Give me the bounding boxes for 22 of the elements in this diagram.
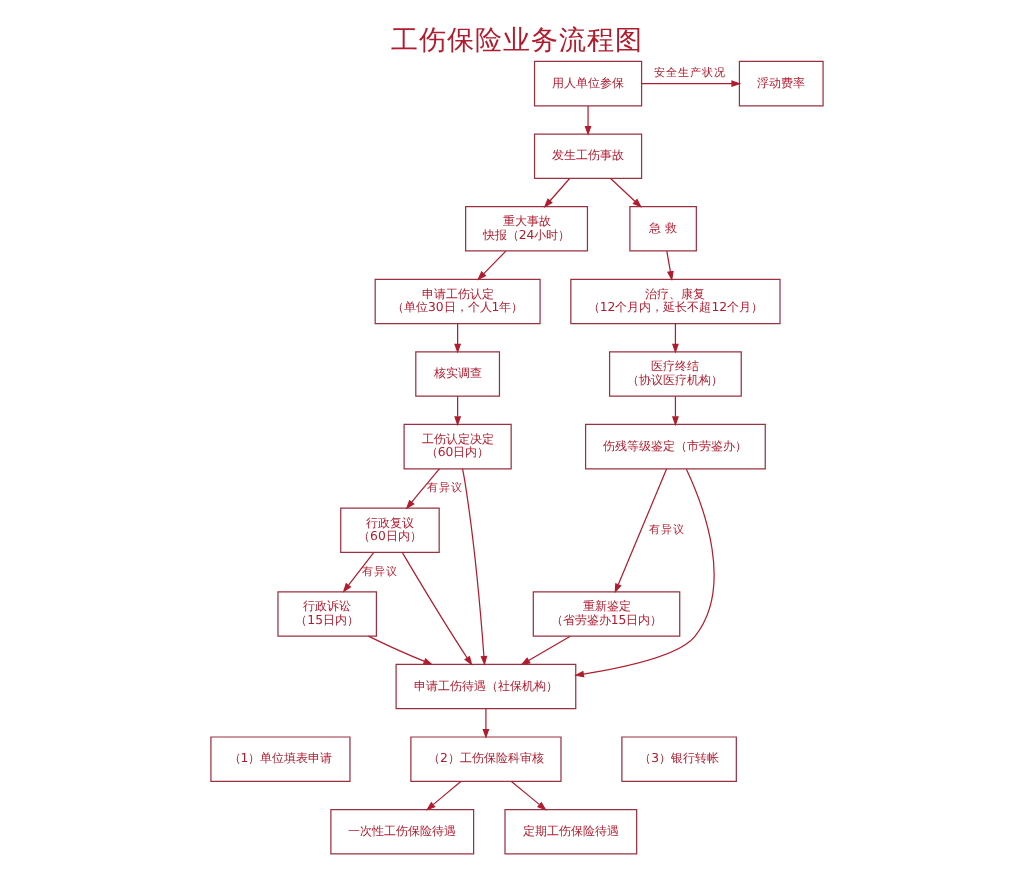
- arrow: [454, 323, 462, 354]
- arrow: [477, 250, 507, 281]
- arrow: [671, 323, 679, 354]
- arrow: [510, 780, 547, 811]
- arrow: [482, 708, 490, 739]
- arrow: [520, 635, 571, 666]
- arrow: [401, 552, 473, 666]
- arrow: [461, 468, 488, 666]
- arrow: [671, 395, 679, 427]
- arrow: [609, 177, 642, 208]
- arrow: [425, 780, 462, 811]
- arrow: [574, 468, 715, 678]
- arrow: [342, 552, 375, 593]
- arrow: [641, 80, 742, 88]
- arrow: [584, 105, 592, 136]
- arrow: [454, 395, 462, 427]
- arrow: [405, 468, 441, 510]
- arrow: [666, 250, 674, 281]
- arrow: [543, 177, 571, 208]
- arrow: [614, 468, 668, 594]
- diagram-title: 工伤保险业务流程图: [391, 24, 643, 57]
- arrow: [367, 635, 434, 665]
